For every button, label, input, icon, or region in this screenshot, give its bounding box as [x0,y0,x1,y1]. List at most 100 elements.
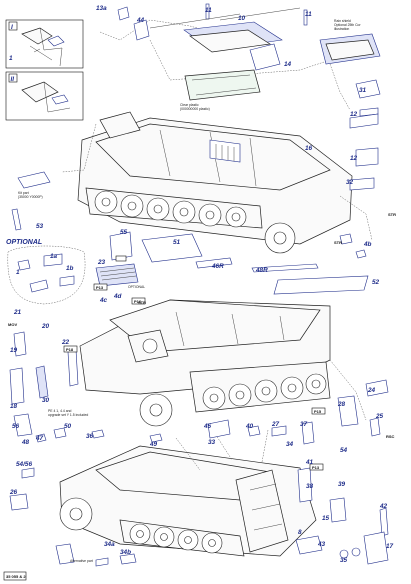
part-number: 40 [245,423,254,430]
part-number: 38 [306,483,314,490]
part-number: 1a [50,253,58,260]
part-number: 4d [113,293,123,300]
road-wheels-lower [129,523,223,554]
part-number: 50 [64,423,72,430]
svg-text:P13: P13 [96,285,104,290]
part-number: 17 [386,543,394,550]
part-number: 34 [286,441,294,448]
part-number: 35 [340,557,348,564]
part-number: RSC [386,434,395,439]
part-number: 30 [42,397,50,404]
part-number: 43 [317,541,326,548]
part-number: 49 [149,441,158,448]
part-number: 27 [271,421,280,428]
part-number: 48R [255,267,268,274]
part-number: 39 [338,481,346,488]
part-number: 54 [340,447,348,454]
part-number: 34b [120,549,131,556]
part-number: MOV [8,322,17,327]
part-number: 46R [211,263,224,270]
part-number: 52 [372,279,380,286]
part-number: 51 [173,239,181,246]
optional-parts-center: OPTIONAL [95,231,369,295]
part-number: 32 [346,179,354,186]
part-number: 47 [35,435,44,442]
part-number: 33 [208,439,216,446]
part-number: 54/56 [16,461,32,468]
part-number: 16 [305,145,313,152]
optional-label: OPTIONAL [6,239,42,246]
part-number: 26 [9,489,18,496]
part-number: 41 [305,459,314,466]
windscreen-assembly [99,3,331,81]
part-number: 13a [96,5,107,12]
part-number: STR [388,212,396,217]
part-number: 28 [337,401,346,408]
part-number: 44 [136,17,145,24]
part-number: 24 [367,387,376,394]
code-box: P18 [63,345,78,353]
part-number: 4b [363,241,372,248]
part-number: STR [334,240,342,245]
part-number: 4c [99,297,108,304]
inset-label-1: I [11,24,13,31]
part-number: 42 [379,503,388,510]
part-number: 18 [10,403,18,410]
part-number: 34a [104,541,115,548]
part-number: 56 [12,423,20,430]
part-number: 1b [66,265,74,272]
svg-text:P15: P15 [314,409,322,414]
svg-text:P16: P16 [134,299,142,304]
part-number: 37 [300,421,308,428]
svg-text:P18: P18 [66,347,74,352]
svg-text:P13: P13 [312,465,320,470]
part-number: 1 [9,55,13,62]
part-number: 23 [97,259,106,266]
part-number: 8 [298,529,302,536]
part-number: 15 [322,515,330,522]
part-number: 36 [86,433,94,440]
code-box: P15 [311,407,326,415]
part-number: 22 [61,339,70,346]
part-number: 48 [21,439,30,446]
part-number: 20 [41,323,50,330]
caption-optional-small: OPTIONAL [128,285,145,289]
small-detail-parts [35,419,315,445]
part-number: 11 [205,7,212,14]
code-boxes: P13 P18 P15 P16 P13 [63,283,326,471]
windscreen-glass: Clear plastic(000000000 plastic) [180,69,261,111]
part-number-callouts: 13a 44 11 10 11 14 1 31 12 16 12 32 53 5… [8,5,396,564]
optional-detail-group [7,245,86,305]
code-box: P13 [93,283,108,291]
inset-box-1: I [5,19,84,69]
code-box: P16 [131,297,146,305]
sheet-code: 35 055 & 2 [3,571,26,581]
sheet-code-label: 35 055 & 2 [6,574,26,579]
part-number: 10 [238,15,246,22]
hull-lower-view: Alternative part [9,413,389,567]
caption-kit-part: Kit part(35000 Y0000P) [18,191,43,199]
code-box: P13 [309,463,324,471]
road-wheels-middle [202,373,327,410]
part-number: 12 [350,155,358,162]
part-number: 14 [284,61,292,68]
hull-upper-view: Kit part(35000 Y0000P) [11,111,379,259]
part-number: 45 [203,423,212,430]
road-wheels-upper [94,190,247,228]
part-number: 55 [120,229,128,236]
part-number: 21 [13,309,22,316]
caption-alternative-part: Alternative part [70,559,93,563]
part-number: 19 [10,347,18,354]
part-number: 53 [36,223,44,230]
part-number: 25 [375,413,384,420]
part-number: 31 [359,87,367,94]
inset-label-2: II [11,76,15,83]
caption-glass-clear: Clear plastic(000000000 plastic) [180,103,210,111]
part-number: 11 [305,11,312,18]
inset-box-2: II [5,71,84,121]
